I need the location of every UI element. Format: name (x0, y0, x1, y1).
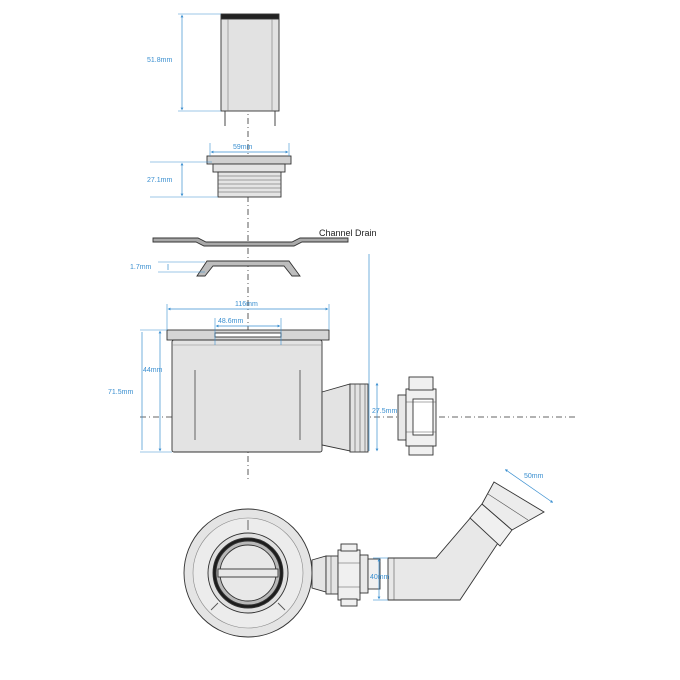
body-outlet-thread (349, 383, 369, 453)
collar-neck (212, 163, 286, 173)
elbow-socket (481, 481, 545, 531)
dim-outlet-height: 27.5mm (372, 382, 397, 452)
pipe-elbow-part (387, 481, 545, 601)
dim-body-inner-width-label: 48.6mm (218, 318, 243, 325)
threaded-collar-part (206, 155, 292, 198)
dim-strainer-height: 51.8mm (147, 13, 221, 112)
dim-total-height: 71.5mm (108, 332, 172, 453)
sealing-ring-part (196, 260, 301, 277)
collar-flange (206, 155, 292, 165)
channel-drain-plate (152, 237, 349, 247)
dim-elbow-diameter-label: 50mm (524, 473, 544, 480)
channel-drain-label: Channel Drain (319, 228, 377, 238)
compression-nut-part (397, 376, 437, 456)
strainer-body (220, 18, 280, 112)
dim-body-width-label: 116mm (235, 301, 258, 308)
dim-collar-width-label: 59mm (233, 144, 253, 151)
dim-pipe-diameter: 40mm (370, 557, 390, 601)
plan-view (183, 508, 381, 638)
dim-body-width: 116mm (166, 301, 330, 330)
dim-outlet-height-label: 27.5mm (372, 408, 397, 415)
dim-body-height-label: 44mm (143, 367, 163, 374)
dim-total-height-label: 71.5mm (108, 389, 133, 396)
strainer-part (220, 13, 280, 126)
dim-elbow-diameter: 50mm (504, 469, 554, 503)
dim-collar-width: 59mm (209, 143, 290, 156)
trap-body-part (166, 329, 369, 453)
dim-body-inner-width: 48.6mm (214, 318, 282, 345)
body-main (171, 339, 323, 453)
plan-strainer-bar (217, 568, 279, 578)
dim-pipe-diameter-label: 40mm (370, 574, 390, 581)
dim-collar-height-label: 27.1mm (147, 177, 172, 184)
dim-ring-thickness: 1.7mm (130, 261, 205, 273)
dim-collar-height: 27.1mm (147, 161, 218, 198)
dim-ring-thickness-label: 1.7mm (130, 264, 152, 271)
strainer-top-cap (220, 13, 280, 20)
body-outlet-neck (321, 383, 351, 452)
dim-strainer-height-label: 51.8mm (147, 57, 172, 64)
dim-body-height: 44mm (140, 329, 167, 452)
